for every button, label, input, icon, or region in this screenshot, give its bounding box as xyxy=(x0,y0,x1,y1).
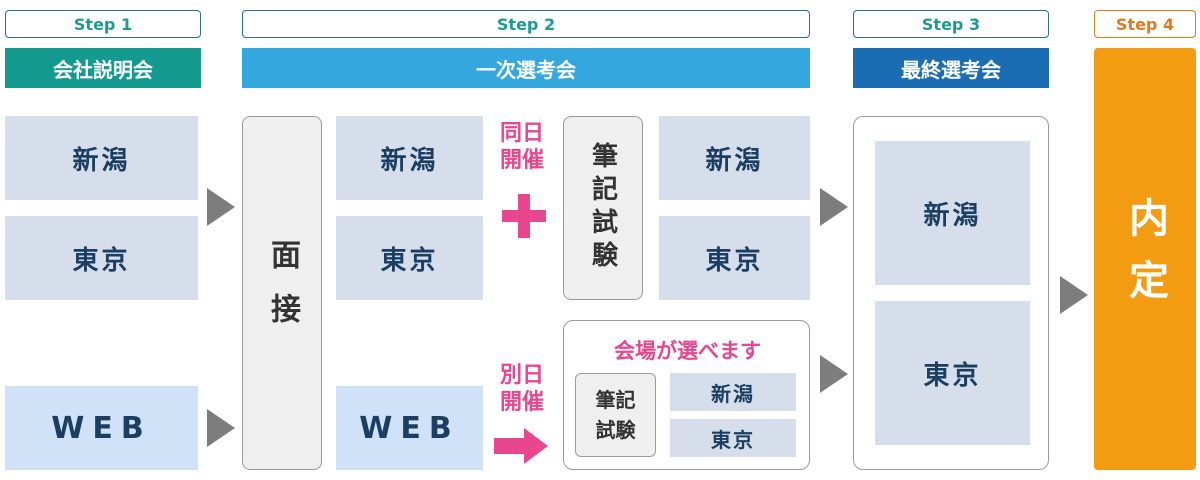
same-day-note: 同日開催 xyxy=(499,121,544,173)
arrow-exam-to-final xyxy=(820,188,848,226)
arrow-step1-web-to-interview xyxy=(207,409,235,447)
step-2-label: Step 2 xyxy=(242,10,810,38)
pink-arrow-icon xyxy=(494,428,554,464)
step1-web-box: WEB xyxy=(5,386,198,470)
arrow-final-to-offer xyxy=(1060,276,1088,314)
venue-exam-box: 筆記試験 xyxy=(575,373,656,457)
offer-box: 内定 xyxy=(1094,48,1196,470)
step-1-label: Step 1 xyxy=(5,10,201,38)
exam-tokyo-box: 東京 xyxy=(659,216,810,300)
venue-choice-panel: 会場が選べます 筆記試験 新潟 東京 xyxy=(563,320,810,470)
written-exam-box: 筆記試験 xyxy=(563,116,643,300)
step2-tokyo-box: 東京 xyxy=(336,216,483,300)
interview-box: 面接 xyxy=(242,116,322,470)
venue-niigata-box: 新潟 xyxy=(670,373,796,411)
step2-web-box: WEB xyxy=(336,386,483,470)
step-4-label: Step 4 xyxy=(1094,10,1196,38)
step1-niigata-box: 新潟 xyxy=(5,116,198,200)
venue-choice-title: 会場が選べます xyxy=(614,339,761,363)
final-selection-panel: 新潟 東京 xyxy=(853,116,1049,470)
exam-niigata-box: 新潟 xyxy=(659,116,810,200)
stage-final-selection: 最終選考会 xyxy=(853,48,1049,88)
offer-label: 内定 xyxy=(1122,197,1168,321)
interview-label: 面接 xyxy=(265,239,300,347)
stage-company-briefing: 会社説明会 xyxy=(5,48,201,88)
arrow-step1-to-interview xyxy=(207,188,235,226)
other-day-note: 別日開催 xyxy=(499,363,544,415)
venue-exam-label: 筆記試験 xyxy=(595,388,636,442)
arrow-venue-to-final xyxy=(820,355,848,393)
venue-tokyo-box: 東京 xyxy=(670,419,796,457)
stage-first-selection: 一次選考会 xyxy=(242,48,810,88)
step3-niigata-box: 新潟 xyxy=(875,141,1030,285)
step2-niigata-box: 新潟 xyxy=(336,116,483,200)
step1-tokyo-box: 東京 xyxy=(5,216,198,300)
step3-tokyo-box: 東京 xyxy=(875,301,1030,445)
plus-icon xyxy=(502,194,546,238)
written-exam-label: 筆記試験 xyxy=(587,142,618,274)
step-3-label: Step 3 xyxy=(853,10,1049,38)
